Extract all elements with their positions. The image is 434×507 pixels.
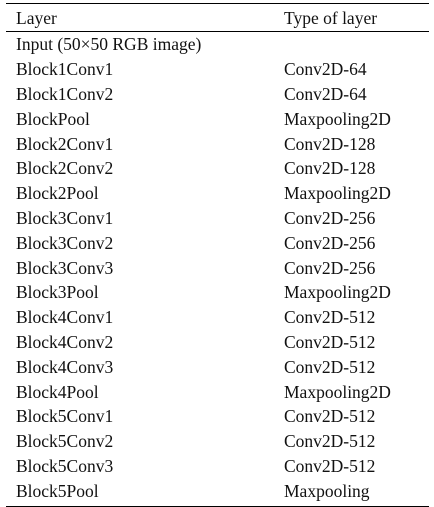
layer-type-cell: Maxpooling2D [284,282,391,303]
table-row: Block1Conv2 Conv2D-64 [6,82,429,107]
layer-type-cell: Maxpooling [284,480,370,501]
layer-name-cell: Block4Pool [16,381,99,402]
table-row: Block4Conv1 Conv2D-512 [6,305,429,330]
layer-name-cell: Block4Conv1 [16,307,114,328]
table-header-rule [6,31,429,33]
layer-name-cell: Block2Conv1 [16,133,114,154]
table-row: Block1Conv1 Conv2D-64 [6,57,429,82]
table-row: Block3Pool Maxpooling2D [6,280,429,305]
layer-name-cell: Block1Conv2 [16,83,114,104]
table-row: Block4Conv2 Conv2D-512 [6,330,429,355]
layer-type-cell: Conv2D-128 [284,158,376,179]
table-row-input: Input (50×50 RGB image) [6,32,429,57]
layer-name-cell: Block2Pool [16,183,99,204]
layer-name-cell: Block4Conv3 [16,356,114,377]
layer-name-cell: Block3Conv2 [16,232,114,253]
table-bottom-rule [6,505,429,507]
layer-name-cell: Block3Conv1 [16,207,114,228]
layer-type-cell: Conv2D-512 [284,455,376,476]
table-row: Block3Conv2 Conv2D-256 [6,231,429,256]
layer-type-cell: Conv2D-512 [284,431,376,452]
layer-name-cell: Block5Conv2 [16,431,114,452]
table-row: Block2Conv2 Conv2D-128 [6,156,429,181]
header-type-of-layer: Type of layer [284,8,378,29]
table-row: Block2Conv1 Conv2D-128 [6,132,429,157]
table-row: Block4Pool Maxpooling2D [6,380,429,405]
layer-type-cell: Conv2D-256 [284,207,376,228]
layer-type-cell: Maxpooling2D [284,381,391,402]
layer-name-cell: Block5Pool [16,480,99,501]
table-top-rule [6,3,429,5]
table-header-row: Layer Type of layer [6,7,429,31]
layer-name-cell: Block5Conv3 [16,455,114,476]
table-row: Block5Conv3 Conv2D-512 [6,454,429,479]
layer-type-cell: Conv2D-512 [284,331,376,352]
table-row: Block5Conv2 Conv2D-512 [6,429,429,454]
table-row: Block3Conv3 Conv2D-256 [6,256,429,281]
layer-name-cell: Block2Conv2 [16,158,114,179]
header-layer: Layer [16,8,57,29]
layer-type-cell: Conv2D-256 [284,232,376,253]
layer-name-cell: BlockPool [16,108,90,129]
table-row: Block3Conv1 Conv2D-256 [6,206,429,231]
table-row: Block4Conv3 Conv2D-512 [6,355,429,380]
layer-table: Layer Type of layer Input (50×50 RGB ima… [6,3,429,507]
layer-name-cell: Block4Conv2 [16,331,114,352]
layer-type-cell: Conv2D-512 [284,356,376,377]
layer-name-cell: Block1Conv1 [16,59,114,80]
layer-type-cell: Conv2D-512 [284,307,376,328]
table-row: Block5Pool Maxpooling [6,479,429,504]
layer-type-cell: Conv2D-256 [284,257,376,278]
layer-type-cell: Conv2D-128 [284,133,376,154]
table-row: Block5Conv1 Conv2D-512 [6,404,429,429]
table-row: Block2Pool Maxpooling2D [6,181,429,206]
layer-name-cell: Block3Conv3 [16,257,114,278]
layer-type-cell: Maxpooling2D [284,183,391,204]
layer-type-cell: Conv2D-512 [284,406,376,427]
layer-type-cell: Maxpooling2D [284,108,391,129]
layer-name-cell: Block5Conv1 [16,406,114,427]
table-row: BlockPool Maxpooling2D [6,107,429,132]
layer-type-cell: Conv2D-64 [284,59,367,80]
layer-type-cell: Conv2D-64 [284,83,367,104]
layer-name-cell: Block3Pool [16,282,99,303]
input-cell: Input (50×50 RGB image) [16,34,202,55]
